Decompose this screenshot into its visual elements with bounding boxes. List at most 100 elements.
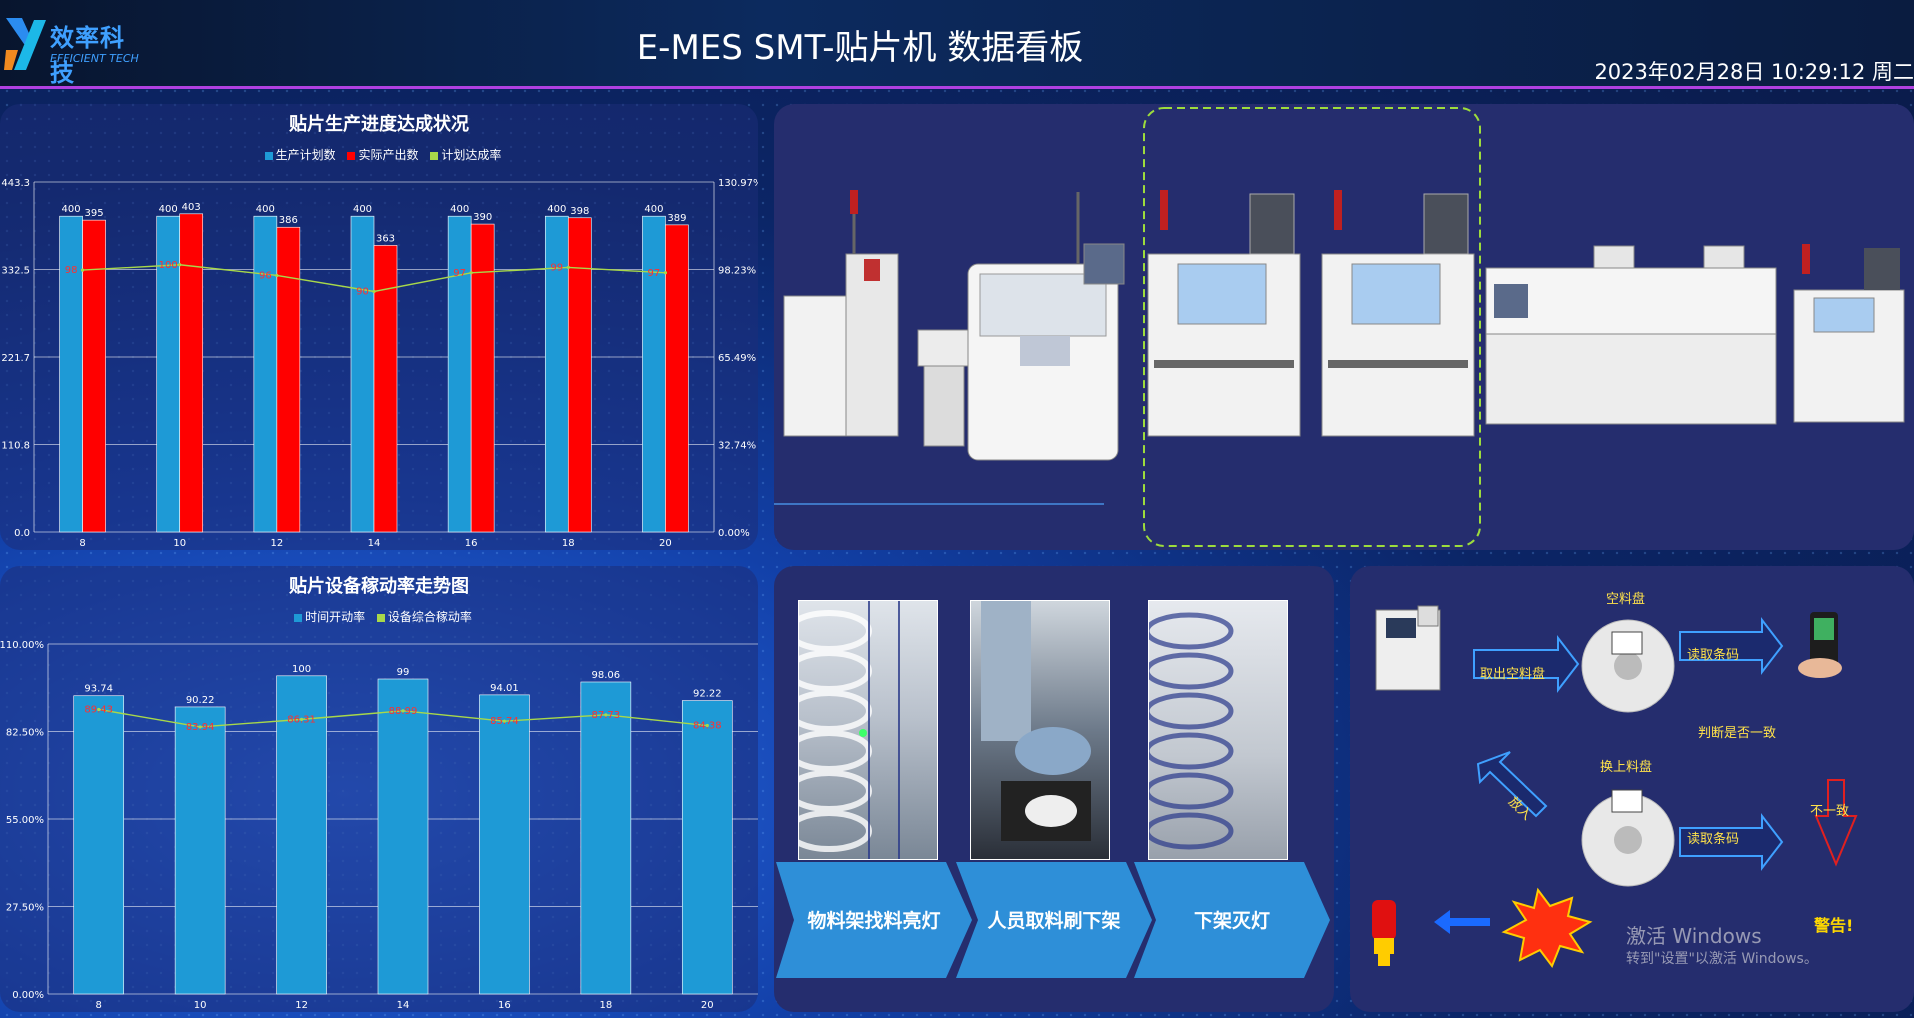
bar [447, 215, 472, 533]
line-value-label: 98 [65, 265, 78, 276]
line-point [97, 707, 101, 712]
arrow-up-left-icon [1476, 751, 1548, 818]
bar-value-label: 98.06 [592, 670, 621, 681]
y-tick-label: 332.5 [1, 266, 30, 277]
bar [174, 706, 226, 995]
bar [276, 675, 327, 995]
bar [470, 223, 495, 533]
x-tick-label: 20 [701, 1000, 714, 1011]
unloader-machine [1793, 244, 1905, 423]
solder-printer-machine [967, 192, 1125, 461]
y-tick-label: 82.50% [6, 728, 44, 739]
bar-value-label: 400 [159, 204, 178, 215]
legend-label: 时间开动率 [305, 610, 366, 624]
bar-value-label: 390 [473, 212, 492, 223]
mismatch-label: 不一致 [1810, 804, 1850, 819]
arrow-right-icon [1679, 617, 1784, 675]
line-point [469, 271, 473, 275]
step-chevron-icon [1134, 862, 1330, 978]
bar-value-label: 400 [450, 204, 469, 215]
bar [567, 217, 592, 533]
line-value-label: 100 [159, 260, 178, 271]
mounter-icon [1375, 605, 1441, 691]
step-chevron-icon [776, 862, 972, 978]
operator-photo [970, 600, 1110, 860]
bar-value-label: 398 [570, 206, 589, 217]
line-value-label: 97 [453, 268, 466, 279]
bar-value-label: 400 [256, 204, 275, 215]
x-tick-label: 8 [79, 538, 85, 549]
legend-label: 设备综合稼动率 [387, 610, 472, 624]
chart-title: 贴片生产进度达成状况 [289, 114, 469, 135]
new-reel-icon [1581, 789, 1675, 887]
legend-label: 计划达成率 [441, 148, 502, 162]
reflow-oven-machine [1485, 245, 1777, 425]
line-value-label: 83.94 [186, 722, 215, 733]
rack-reels-photo [1148, 600, 1288, 860]
company-logo: 效率科技 EFFICIENT TECH [4, 8, 144, 87]
bar [580, 681, 632, 995]
bar [373, 245, 398, 533]
bar-value-label: 400 [62, 204, 81, 215]
bar [377, 678, 429, 995]
arrow-down-icon [1814, 779, 1858, 867]
mounter-machine-1 [1147, 190, 1301, 437]
y-tick-label: 443.3 [1, 178, 30, 189]
bar-value-label: 94.01 [490, 683, 519, 694]
bar [276, 226, 301, 533]
x-tick-label: 12 [295, 1000, 308, 1011]
legend-swatch [430, 151, 439, 160]
chart-legend: 时间开动率 设备综合稼动率 [0, 608, 758, 625]
y-tick-label: 27.50% [6, 903, 44, 914]
board-loader-machine [783, 190, 971, 447]
step-pick-scan: 人员取料刷下架 [956, 862, 1152, 978]
bar [681, 700, 733, 995]
x-tick-label: 18 [562, 538, 575, 549]
line-point [401, 709, 405, 713]
line-point [663, 271, 668, 275]
line-value-label: 96 [259, 270, 272, 281]
logo-english-text: EFFICIENT TECH [50, 52, 139, 65]
bar [82, 219, 106, 533]
y-tick-label: 110.8 [1, 441, 30, 452]
line-point [275, 273, 279, 278]
legend-label: 生产计划数 [275, 148, 336, 162]
line-value-label: 88.99 [389, 706, 418, 717]
warning-burst-icon [1501, 887, 1593, 969]
y2-tick-label: 98.23% [718, 266, 756, 277]
x-tick-label: 18 [599, 1000, 612, 1011]
x-tick-label: 14 [397, 1000, 410, 1011]
step-rack-light: 物料架找料亮灯 [776, 862, 972, 978]
x-tick-label: 10 [194, 1000, 207, 1011]
x-tick-label: 16 [465, 538, 478, 549]
bar-value-label: 92.22 [693, 689, 722, 700]
step-label: 下架灭灯 [1193, 910, 1270, 932]
line-value-label: 89.43 [84, 704, 113, 715]
line-point [705, 723, 709, 728]
y-tick-label: 110.00% [0, 640, 44, 651]
bar [73, 695, 125, 995]
selected-machines-highlight [1143, 107, 1481, 547]
header-bar: 效率科技 EFFICIENT TECH E-MES SMT-贴片机 数据看板 2… [0, 0, 1914, 88]
line-point [178, 263, 182, 267]
bar [350, 215, 375, 533]
datetime-display: 2023年02月28日 10:29:12 周二 [1594, 60, 1914, 84]
bar-value-label: 400 [644, 204, 663, 215]
empty-reel-icon [1581, 619, 1675, 713]
line-point [502, 719, 507, 723]
activation-watermark-title: 激活 Windows [1626, 924, 1762, 948]
y2-tick-label: 65.49% [718, 353, 756, 364]
x-tick-label: 16 [498, 1000, 511, 1011]
equipment-utilization-chart: 0.00%27.50%55.00%82.50%110.00%893.741090… [0, 640, 758, 1011]
x-tick-label: 14 [368, 538, 381, 549]
line-point [299, 717, 304, 721]
chart-title: 贴片设备稼动率走势图 [289, 576, 469, 597]
line-point [80, 268, 85, 272]
read-code-label-2: 读取条码 [1687, 832, 1740, 847]
bar-value-label: 90.22 [186, 695, 215, 706]
read-code-label-1: 读取条码 [1687, 648, 1740, 663]
x-tick-label: 10 [173, 538, 186, 549]
operator-icon [981, 601, 1091, 841]
warning-beacon-icon [1372, 900, 1396, 966]
x-tick-label: 8 [96, 1000, 102, 1011]
